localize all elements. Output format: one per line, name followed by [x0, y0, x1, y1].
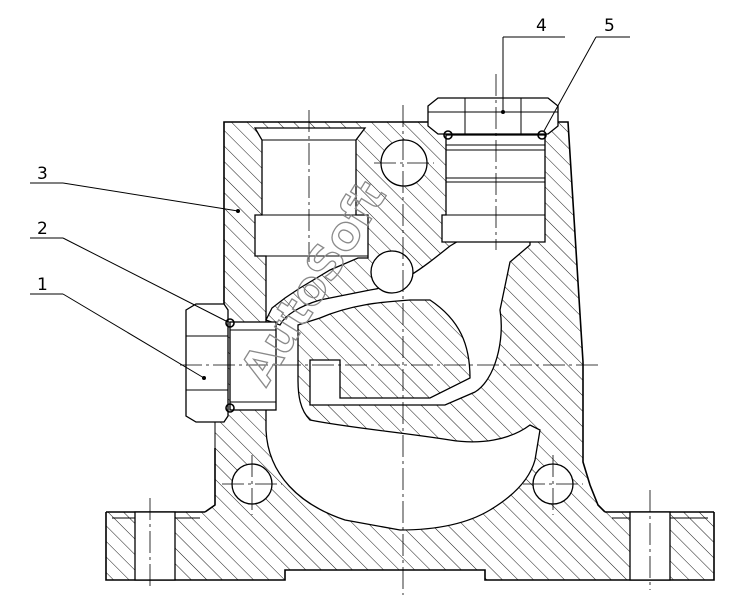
callout-2: 2	[37, 219, 48, 239]
callout-4: 4	[536, 16, 547, 36]
part-2-seal-washer	[225, 318, 235, 413]
part-5-seal-ring	[443, 130, 547, 140]
part-4-hex-plug	[427, 97, 559, 135]
callout-3: 3	[37, 164, 48, 184]
callout-5: 5	[604, 16, 615, 36]
part-1-side-hex-plug	[185, 303, 277, 423]
callouts: 1 2 3 4 5	[37, 16, 615, 295]
center-lines	[149, 74, 651, 595]
callout-1: 1	[37, 275, 48, 295]
bore-details	[255, 139, 545, 398]
leader-lines	[30, 36, 630, 380]
